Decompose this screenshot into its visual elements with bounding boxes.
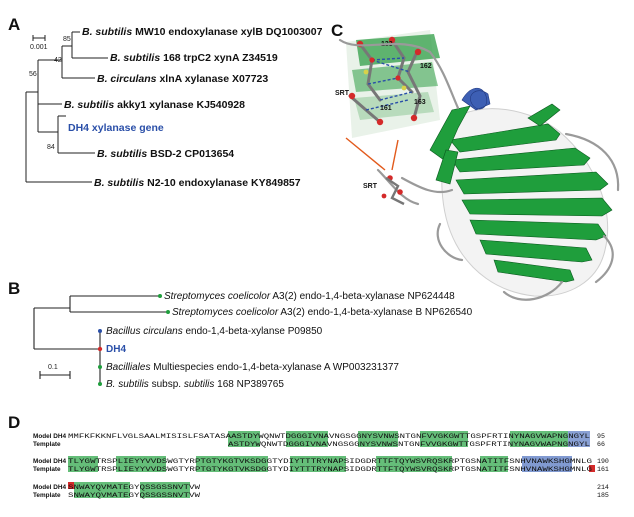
secondary-structure-row-1 [228, 431, 590, 447]
seq-position: 95 [597, 433, 605, 440]
tree-leaf-highlight: DH4 [106, 344, 126, 355]
seq-model-row-2: TLYGWTRSPLIEYYVVDSWGTYRPTGTYKGTVKSDGGTYD… [68, 458, 592, 465]
seq-position: 66 [597, 441, 605, 448]
bootstrap-value: 85 [63, 36, 71, 43]
seq-label-model: Model DH4 [33, 433, 66, 440]
tree-leaf: Streptomyces coelicolor A3(2) endo-1,4-b… [172, 307, 473, 318]
seq-position: 214 [597, 484, 609, 491]
panel-c-letter: C [331, 21, 343, 40]
panel-b-letter: B [8, 279, 20, 298]
tree-leaf: Bacilliales Multiespecies endo-1,4-beta-… [106, 362, 399, 373]
residue-label: 162 [420, 63, 432, 70]
seq-label-model: Model DH4 [33, 458, 66, 465]
panel-b: B Streptomyces coelicolor A3(2) endo-1,4… [8, 279, 473, 390]
bootstrap-value: 42 [54, 57, 62, 64]
seq-model-row-3: SNWAYQVMATEGYQSSGSSNVTVW [68, 484, 200, 491]
panel-c: C [331, 21, 620, 301]
tree-leaf: Streptomyces coelicolor A3(2) endo-1,4-b… [164, 291, 455, 302]
bootstrap-value: 84 [47, 144, 55, 151]
seq-template-row-1: ASTDYWQNWTDGGGIVNAVNGSGGNYSVNWSNTGNFVVGK… [228, 441, 590, 448]
seq-position: 190 [597, 458, 609, 465]
panel-d-letter: D [8, 413, 20, 432]
tree-leaf: B. subtilis MW10 endoxylanase xylB DQ100… [82, 26, 323, 38]
tree-b-branches [33, 295, 168, 384]
tree-leaf: B. subtilis akky1 xylanase KJ540928 [64, 99, 245, 111]
active-site-inset: 133 162 161 163 SRT [335, 30, 440, 138]
tree-leaf: B. subtilis N2-10 endoxylanase KY849857 [94, 177, 301, 189]
tree-leaf: Bacillus circulans endo-1,4-beta-xylanse… [106, 326, 323, 337]
tree-a-branches [25, 31, 108, 183]
seq-label-template: Template [33, 466, 61, 473]
panel-d: D Model DH4 Template MMFKFKKNFLVGLSAALMI… [8, 413, 609, 499]
residue-label: 163 [414, 99, 426, 106]
seq-label-template: Template [33, 492, 61, 499]
secondary-structure-row-3 [68, 482, 190, 498]
bootstrap-value: 56 [29, 71, 37, 78]
site-label: SRT [363, 183, 378, 190]
tree-leaf: B. circulans xlnA xylanase X07723 [97, 73, 268, 85]
seq-template-row-3: SNWAYQVMATEGYQSSGSSNVTVW [68, 492, 200, 499]
tree-b-leaf-dots [97, 294, 170, 386]
secondary-structure-row-2 [68, 456, 595, 472]
tree-leaf: B. subtilis BSD-2 CP013654 [97, 148, 234, 160]
tree-leaf: B. subtilis 168 trpC2 xynA Z34519 [110, 52, 278, 64]
zoom-connector [391, 139, 399, 171]
scale-label: 0.1 [48, 364, 58, 371]
site-label: SRT [335, 90, 350, 97]
tree-leaf: B. subtilis subsp. subtilis 168 NP389765 [106, 379, 284, 390]
residue-label: 161 [380, 105, 392, 112]
seq-template-row-2: TLYGWTRSPLIEYYVVDSWGTYRPTGTYKGTVKSDGGTYD… [68, 466, 592, 473]
protein-ribbon [338, 38, 620, 301]
scale-label: 0.001 [30, 44, 48, 51]
zoom-connector [345, 137, 386, 171]
panel-a: A 0.001 [8, 15, 323, 189]
seq-position: 185 [597, 492, 609, 499]
tree-leaf-highlight: DH4 xylanase gene [68, 122, 164, 134]
seq-label-template: Template [33, 441, 61, 448]
panel-a-letter: A [8, 15, 20, 34]
seq-position: 161 [597, 466, 609, 473]
seq-model-row-1: MMFKFKKNFLVGLSAALMISISLFSATASAASTDYWQNWT… [68, 433, 590, 440]
seq-label-model: Model DH4 [33, 484, 66, 491]
